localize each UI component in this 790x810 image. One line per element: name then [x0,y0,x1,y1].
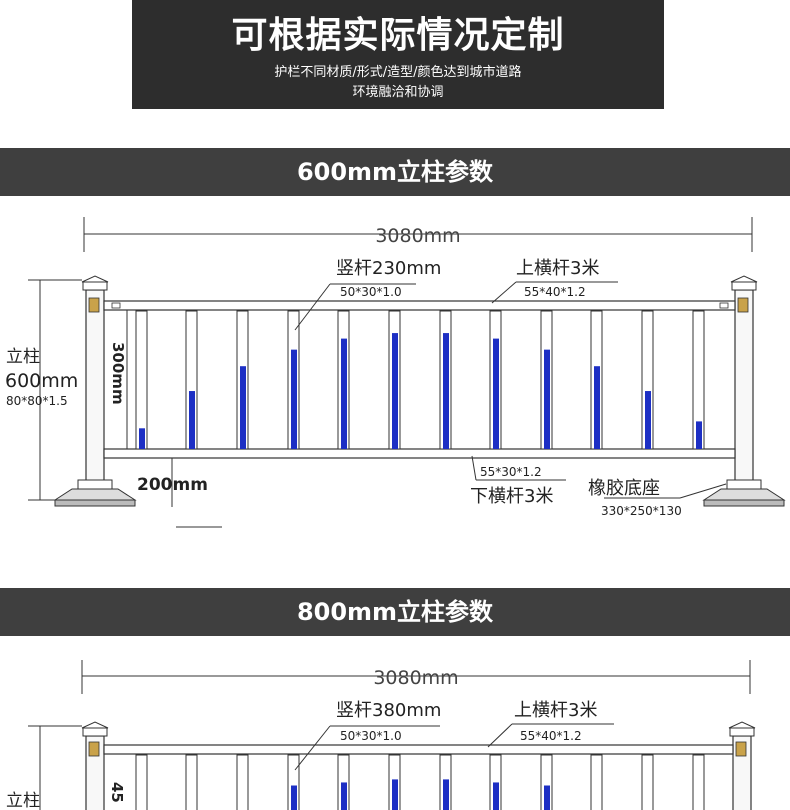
fence-bar-shading [594,366,600,449]
fence-bar-shading [139,428,145,449]
fence-vertical-bar [135,754,148,810]
section2-fence-diagram: 3080mm 立柱 45 竖杆380mm 50*30*1.0 上横杆3米 55*… [6,660,756,810]
fence-bar-shading [291,349,297,449]
section1-heading: 600mm立柱参数 [0,148,790,196]
s2-post-label: 立柱 [6,791,40,810]
s2-total-length: 3080mm [373,667,458,689]
fence-bar-shading [240,366,246,449]
fence-vertical-bar [590,754,603,810]
fence-vertical-bar [641,754,654,810]
s2-top-rail-label: 上横杆3米 [514,700,597,721]
s2-vbar-spec: 50*30*1.0 [340,729,402,743]
fence-bar-shading [493,338,499,449]
fence-bar-shading [645,391,651,449]
s1-post-spec: 80*80*1.5 [6,394,68,408]
fence-vertical-bar [236,754,249,810]
hero-subtitle-line2: 环境融洽和协调 [352,85,444,100]
hero-subtitle-line1: 护栏不同材质/形式/造型/颜色达到城市道路 [274,65,522,80]
s1-top-rail-spec: 55*40*1.2 [524,285,586,299]
fence-bar-shading [544,349,550,449]
hero-title: 可根据实际情况定制 [231,15,565,56]
fence-vertical-bar [185,754,198,810]
fence-bar-shading [291,785,297,810]
s2-vbar-label: 竖杆380mm [336,700,441,721]
s1-total-length: 3080mm [375,225,460,247]
s1-bottom-rail-spec: 55*30*1.2 [480,465,542,479]
s1-base-spec: 330*250*130 [601,504,682,518]
fence-bar-shading [341,338,347,449]
fence-bar-shading [189,391,195,449]
fence-bar-shading [493,782,499,810]
hero-banner: 可根据实际情况定制 护栏不同材质/形式/造型/颜色达到城市道路 环境融洽和协调 [132,0,664,109]
fence-bar-shading [392,779,398,810]
section1-fence-diagram: 3080mm 立柱 600mm 80*80*1.5 300mm 200mm 竖杆… [5,217,786,528]
s2-top-rail-spec: 55*40*1.2 [520,729,582,743]
s1-post-label: 立柱 [6,347,40,367]
s1-post-height: 600mm [5,370,78,392]
fence-bar-shading [392,333,398,449]
s1-bottom-rail-label: 下横杆3米 [470,486,553,507]
s1-vbar-label: 竖杆230mm [336,258,441,279]
fence-bar-shading [544,785,550,810]
s1-vbar-spec: 50*30*1.0 [340,285,402,299]
s1-ground-gap: 200mm [137,475,208,495]
section2-heading: 800mm立柱参数 [0,588,790,636]
s1-top-rail-label: 上横杆3米 [516,258,599,279]
fence-bar-shading [696,421,702,449]
fence-vertical-bar [287,754,300,810]
s2-panel-height: 45 [108,782,126,803]
fence-bar-shading [341,782,347,810]
fence-vertical-bar [540,754,553,810]
s1-panel-height: 300mm [109,342,127,405]
fence-bar-shading [443,779,449,810]
s1-base-label: 橡胶底座 [588,478,660,499]
fence-bar-shading [443,333,449,449]
fence-vertical-bar [692,754,705,810]
